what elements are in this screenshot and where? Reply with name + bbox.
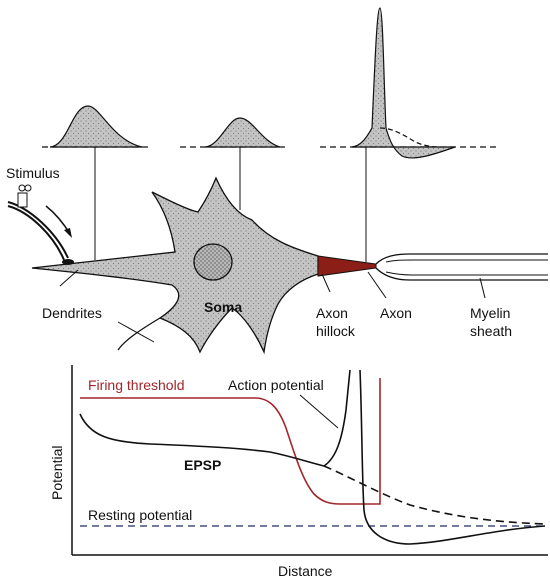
epsp-decay-curve (323, 465, 546, 525)
waveform-axon (320, 7, 500, 159)
label-soma: Soma (204, 299, 242, 315)
label-myelin-line2: sheath (470, 323, 512, 339)
label-firing-threshold: Firing threshold (88, 377, 185, 393)
x-axis-label: Distance (278, 563, 333, 579)
label-myelin-line1: Myelin (470, 305, 510, 321)
leader-dendrites (59, 269, 79, 287)
label-axon: Axon (380, 305, 412, 321)
waveform-dendrites (42, 105, 152, 148)
stimulus-electrode-icon (7, 184, 74, 265)
label-dendrites: Dendrites (42, 305, 102, 321)
axon-myelin (375, 253, 548, 281)
waveform-soma (180, 117, 285, 148)
action-potential-curve (323, 369, 351, 467)
axon-hillock (317, 255, 377, 277)
leader-myelin (479, 277, 486, 299)
leader-axon-hillock (321, 273, 331, 293)
stimulus-arrow-icon (45, 205, 72, 238)
action-potential-return (359, 369, 546, 545)
label-stimulus: Stimulus (6, 165, 60, 181)
epsp-curve (79, 413, 325, 467)
neuron-cell-body (31, 176, 319, 355)
leader-dendrites-lower (117, 321, 155, 343)
label-resting-potential: Resting potential (88, 507, 192, 523)
potential-graph: Firing threshold Action potential EPSP R… (49, 365, 548, 579)
label-axon-hillock-line2: hillock (316, 323, 356, 339)
label-action-potential: Action potential (228, 377, 324, 393)
nucleus (193, 243, 233, 281)
y-axis-label: Potential (49, 446, 65, 500)
lower-dendrite-branch (117, 317, 161, 351)
firing-threshold-curve (80, 378, 381, 505)
leader-action-potential (299, 394, 339, 429)
label-axon-hillock-line1: Axon (316, 305, 348, 321)
leader-axon (367, 271, 387, 299)
label-epsp: EPSP (184, 457, 221, 473)
